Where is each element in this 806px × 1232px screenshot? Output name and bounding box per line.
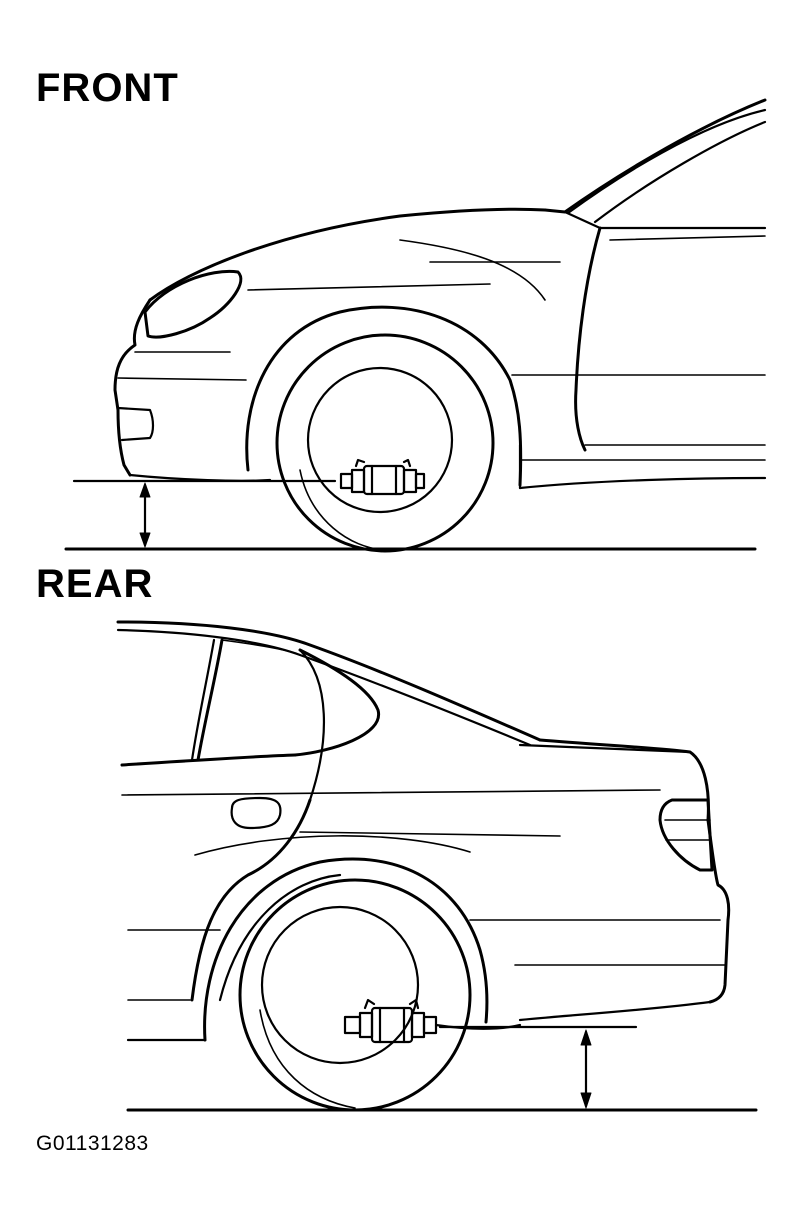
- front-title: FRONT: [36, 66, 179, 110]
- front-car-body: [113, 98, 767, 490]
- figure-code: G01131283: [36, 1132, 149, 1155]
- front-suspension-hub-icon: [339, 458, 426, 496]
- rear-ride-height-measure: [126, 1025, 758, 1112]
- rear-car-body: [116, 620, 731, 1042]
- rear-title: REAR: [36, 562, 154, 606]
- rear-wheel: [238, 878, 472, 1112]
- rear-suspension-hub-icon: [343, 998, 522, 1044]
- front-wheel: [275, 333, 495, 553]
- front-ride-height-measure: [64, 479, 757, 551]
